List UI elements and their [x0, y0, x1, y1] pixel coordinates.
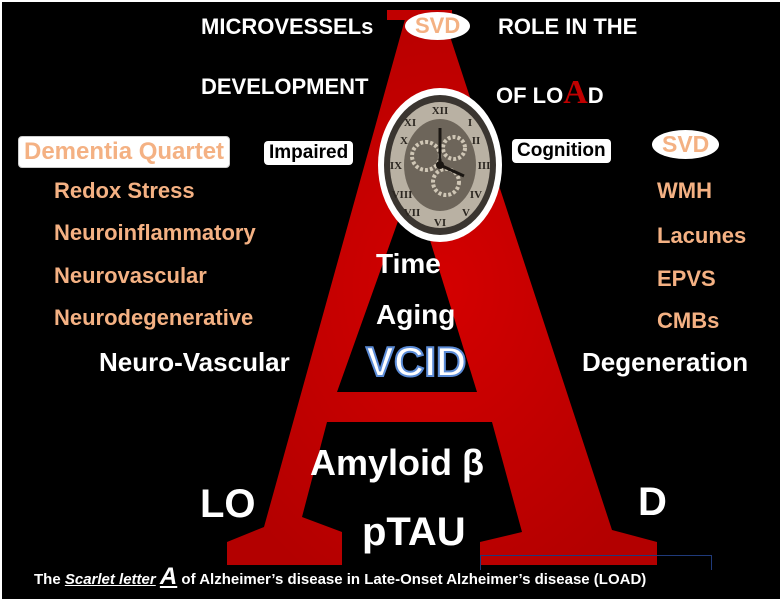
cognition-label: Cognition — [512, 139, 611, 163]
svg-text:VIII: VIII — [392, 189, 413, 201]
clock-gears-icon: XII VI IX III I II XI X IV V VII VIII — [378, 88, 502, 242]
svd-item-wmh: WMH — [657, 178, 712, 203]
caption-suffix: of Alzheimer’s disease in Late-Onset Alz… — [181, 571, 647, 588]
impaired-label: Impaired — [264, 141, 354, 165]
degeneration-label: Degeneration — [582, 347, 749, 377]
svg-text:II: II — [472, 135, 481, 147]
ptau-label: pTAU — [362, 510, 466, 554]
title-svd-badge: SVD — [405, 12, 471, 40]
svg-text:III: III — [478, 160, 491, 172]
svg-text:IV: IV — [470, 189, 482, 201]
svg-text:IX: IX — [390, 160, 402, 172]
title-microvessels: MICROVESSELs — [201, 14, 374, 39]
caption-scarlet-letter: Scarlet letter — [64, 571, 156, 588]
title-of-load: OF LOAD — [496, 74, 604, 112]
quartet-item-neurodegenerative: Neurodegenerative — [54, 305, 254, 330]
svd-item-lacunes: Lacunes — [657, 223, 747, 248]
center-vcid: VCID — [365, 337, 467, 386]
quartet-item-neurovascular: Neurovascular — [54, 263, 207, 288]
svg-text:I: I — [468, 117, 472, 129]
lo-letters: LO — [200, 482, 256, 526]
svd-item-cmbs: CMBs — [657, 308, 720, 333]
title-development: DEVELOPMENT — [201, 74, 369, 99]
quartet-item-neuroinflammatory: Neuroinflammatory — [54, 220, 256, 245]
svd-title: SVD — [652, 130, 720, 159]
caption: The Scarlet letter A of Alzheimer’s dise… — [34, 563, 646, 591]
center-time: Time — [376, 248, 441, 279]
caption-frame — [480, 555, 712, 570]
neuro-vascular-label: Neuro-Vascular — [99, 347, 290, 377]
svg-text:VII: VII — [404, 207, 421, 219]
title-scarlet-a: A — [563, 74, 588, 111]
svg-text:VI: VI — [434, 217, 446, 229]
svg-text:X: X — [400, 135, 408, 147]
dementia-quartet-title: Dementia Quartet — [18, 136, 231, 168]
center-aging: Aging — [376, 299, 456, 330]
caption-big-a: A — [159, 563, 178, 590]
title-d: D — [587, 83, 604, 108]
svg-text:XI: XI — [404, 117, 416, 129]
title-role-in-the: ROLE IN THE — [498, 14, 638, 39]
d-letter: D — [638, 480, 667, 524]
svd-item-epvs: EPVS — [657, 266, 716, 291]
caption-prefix: The — [34, 571, 61, 588]
svg-text:XII: XII — [432, 105, 449, 117]
quartet-item-redox: Redox Stress — [54, 178, 195, 203]
svg-text:V: V — [462, 207, 470, 219]
amyloid-beta-label: Amyloid β — [310, 442, 484, 483]
title-of-lo: OF LO — [496, 83, 564, 108]
